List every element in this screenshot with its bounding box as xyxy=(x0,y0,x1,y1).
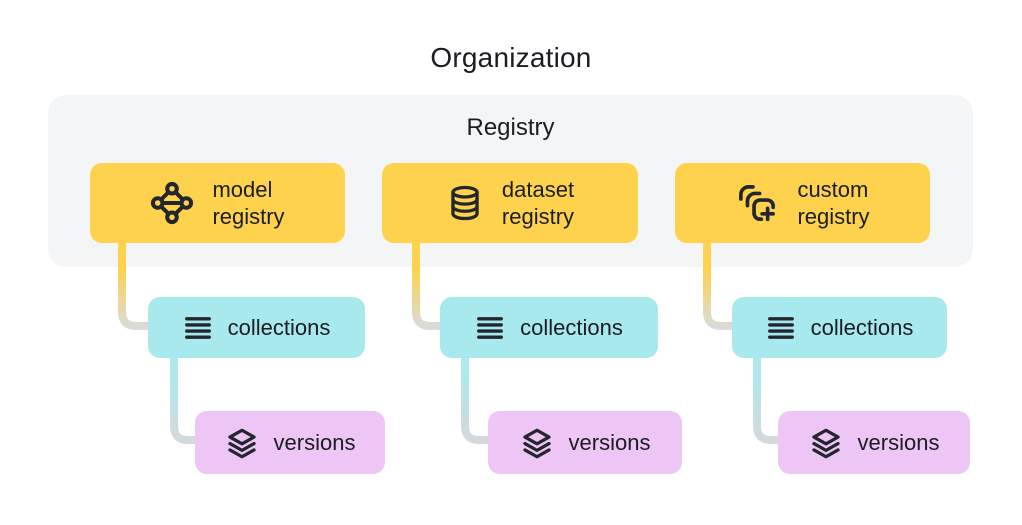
collections-box-1: collections xyxy=(148,297,365,358)
model-network-icon xyxy=(150,181,194,225)
connector-model-registry-to-collections xyxy=(118,240,152,330)
registry-box-label: dataset registry xyxy=(502,176,574,230)
layers-icon xyxy=(225,426,259,460)
connector-dataset-registry-to-collections xyxy=(412,240,444,330)
list-lines-icon xyxy=(766,313,796,343)
registry-panel-label: Registry xyxy=(466,114,555,141)
model-registry-box: model registry xyxy=(90,163,345,243)
list-lines-icon xyxy=(475,313,505,343)
connector-collections-to-versions-3 xyxy=(753,355,782,444)
versions-box-2: versions xyxy=(488,411,682,474)
stacked-squares-plus-icon xyxy=(735,181,779,225)
registry-box-label-line2: registry xyxy=(212,204,285,229)
versions-box-1: versions xyxy=(195,411,385,474)
collections-box-2: collections xyxy=(440,297,658,358)
custom-registry-box: custom registry xyxy=(675,163,930,243)
collections-box-3: collections xyxy=(732,297,947,358)
registry-box-label-line2: registry xyxy=(501,204,575,229)
versions-box-3: versions xyxy=(778,411,970,474)
layers-icon xyxy=(520,426,554,460)
collections-box-label: collections xyxy=(227,314,331,340)
registry-box-label: model registry xyxy=(212,176,284,230)
versions-box-label: versions xyxy=(568,429,651,455)
connector-collections-to-versions-2 xyxy=(461,355,492,444)
registry-box-label-line1: dataset xyxy=(501,177,575,202)
layers-icon xyxy=(809,426,843,460)
connector-custom-registry-to-collections xyxy=(703,240,736,330)
collections-box-label: collections xyxy=(520,314,623,340)
registry-box-label-line2: registry xyxy=(797,204,870,229)
registry-box-label-line1: custom xyxy=(797,177,869,202)
dataset-registry-box: dataset registry xyxy=(382,163,638,243)
registry-box-label-line1: model xyxy=(212,177,273,202)
collections-box-label: collections xyxy=(810,314,914,340)
connector-collections-to-versions-1 xyxy=(170,355,199,444)
database-icon xyxy=(446,184,484,222)
organization-title: Organization xyxy=(430,42,592,73)
list-lines-icon xyxy=(183,313,213,343)
registry-box-label: custom registry xyxy=(797,176,869,230)
versions-box-label: versions xyxy=(857,429,940,455)
versions-box-label: versions xyxy=(273,429,356,455)
